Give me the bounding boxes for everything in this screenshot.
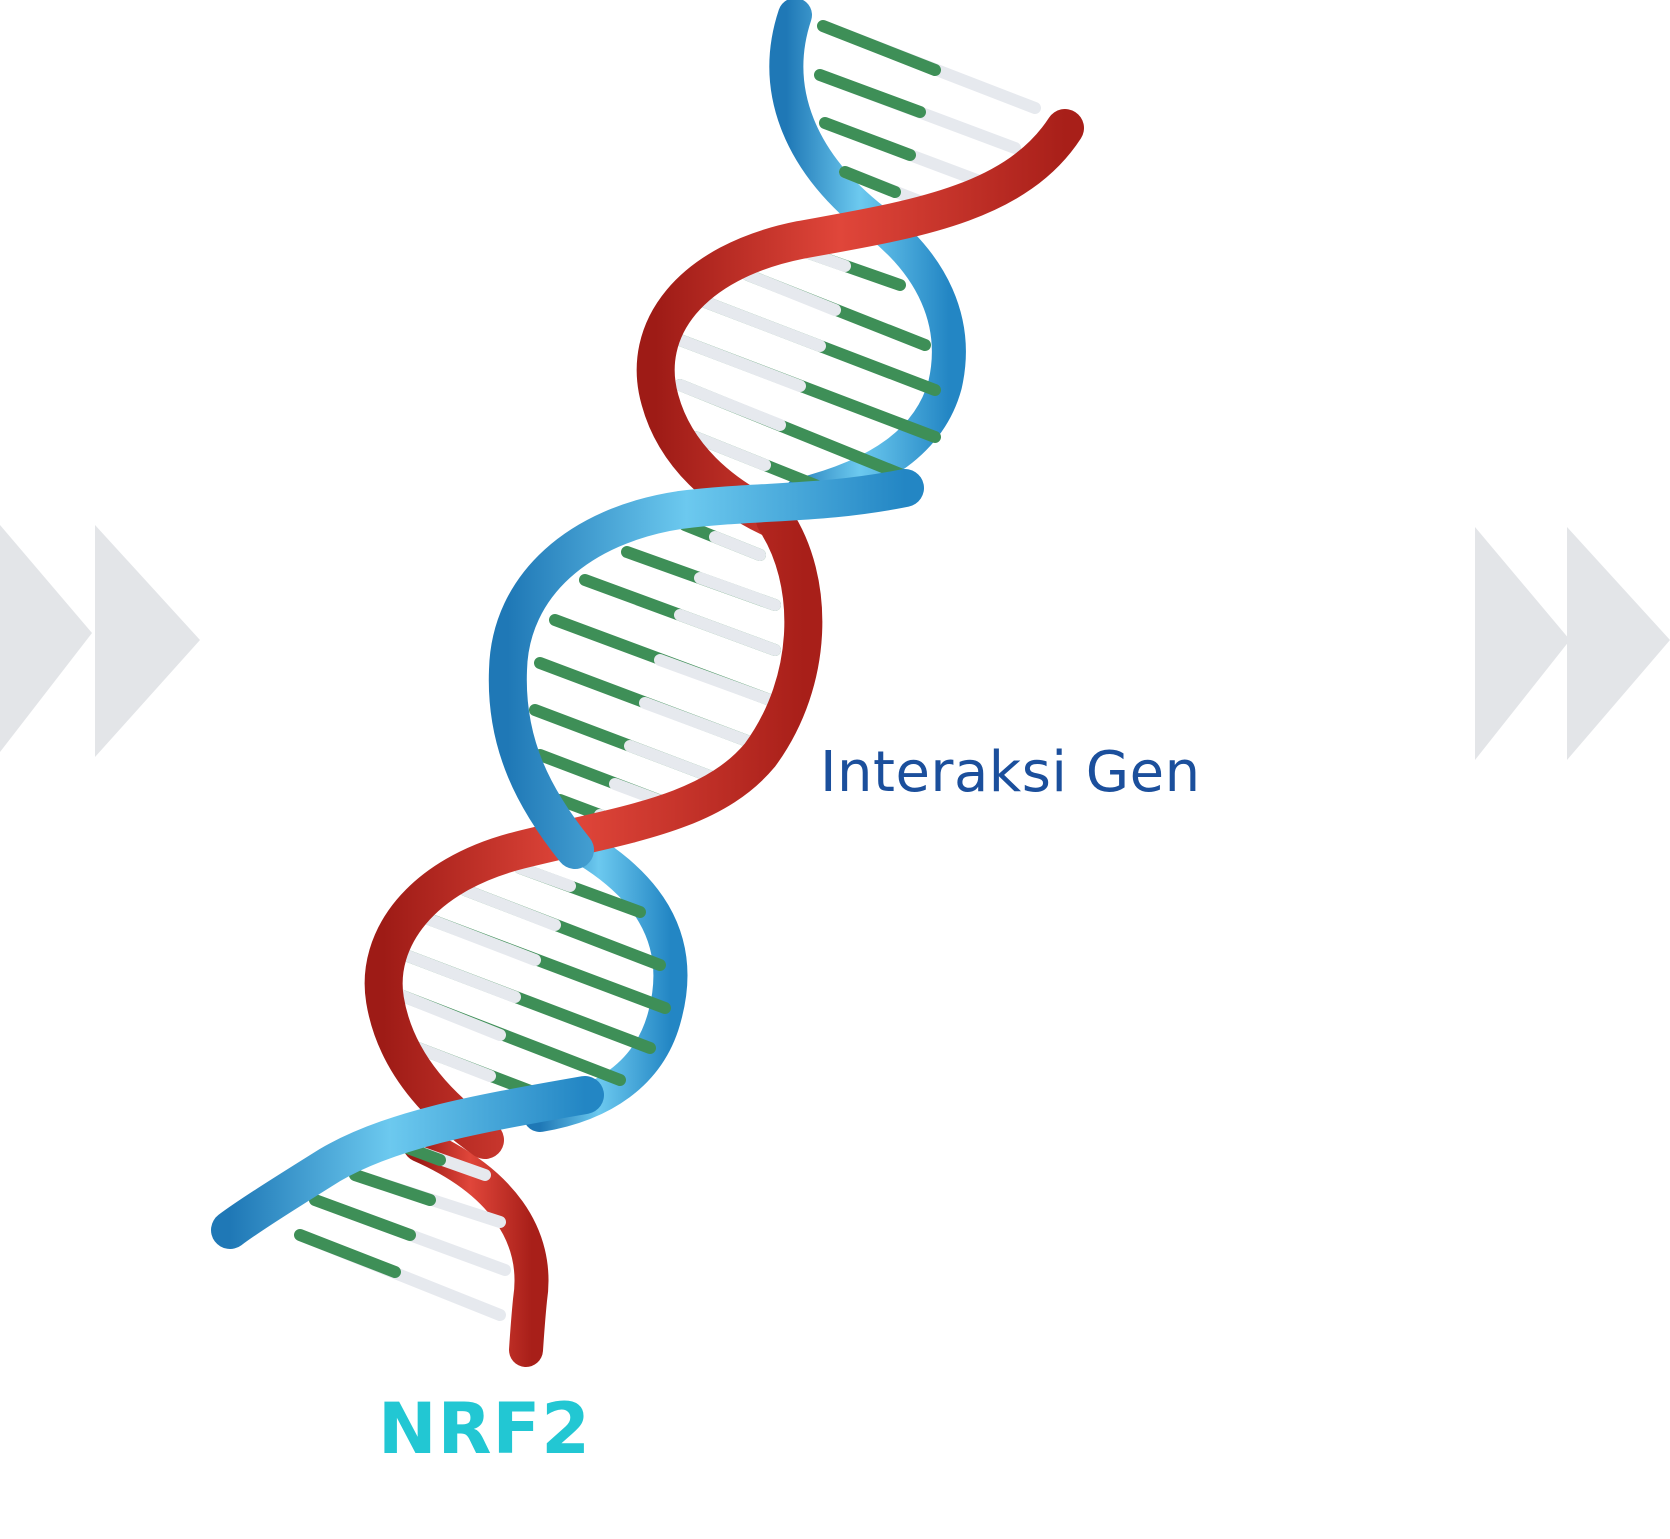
- fast-forward-icon-left: [0, 525, 200, 757]
- blue-strand-back-top: [769, 0, 966, 512]
- fast-forward-icon-right: [1475, 527, 1670, 760]
- dna-front-strands: [211, 109, 1084, 1249]
- red-strand-front-middle: [364, 501, 823, 1159]
- gene-name-label: NRF2: [378, 1388, 592, 1470]
- blue-strand-front-bottom: [211, 1076, 604, 1249]
- blue-strand-front-middle: [488, 469, 924, 869]
- red-strand-front-top: [636, 109, 1084, 539]
- annotation-label: Interaksi Gen: [820, 740, 1201, 805]
